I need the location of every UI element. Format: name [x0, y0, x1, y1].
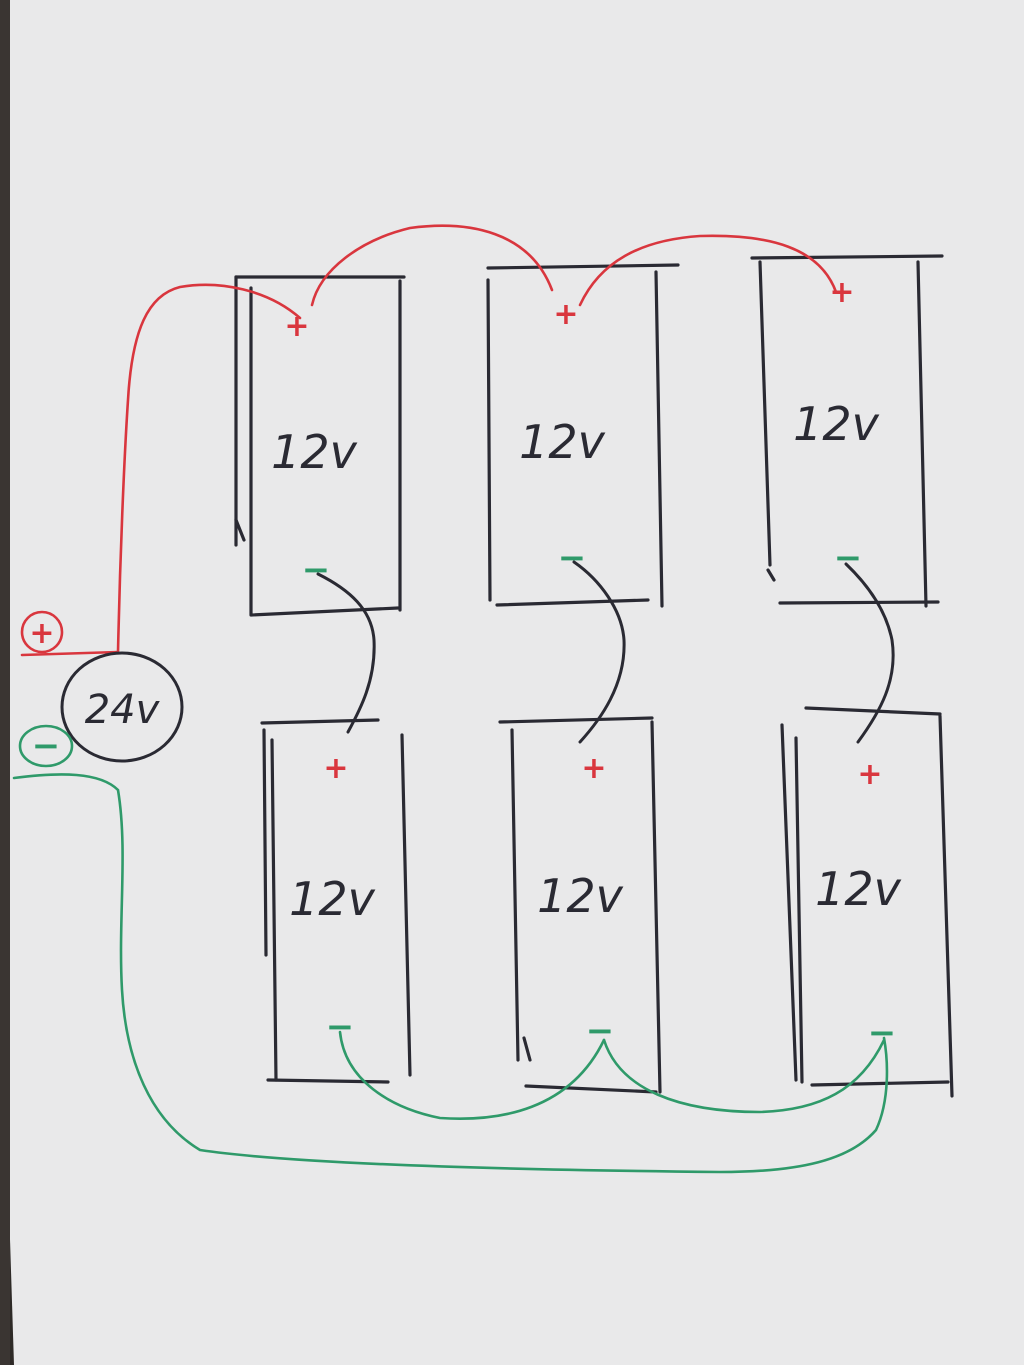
dark-margin — [0, 0, 10, 1365]
battery-bottom-middle-plus: + — [581, 751, 606, 786]
red-wire-to-output — [116, 283, 302, 654]
battery-top-right-minus: − — [834, 538, 863, 578]
output-positive-circle — [20, 610, 64, 654]
red-wire-left-to-middle — [310, 224, 554, 307]
battery-bottom-left-minus: − — [326, 1007, 355, 1047]
battery-bottom-left-plus: + — [323, 751, 348, 786]
battery-top-middle-plus: + — [553, 297, 578, 332]
red-wire-bracket — [20, 650, 120, 657]
battery-top-left-minus: − — [302, 550, 331, 590]
jumper-right — [844, 562, 895, 744]
jumper-middle — [572, 560, 626, 744]
battery-top-right-outline — [750, 254, 944, 608]
red-wire-middle-to-right — [578, 234, 838, 307]
battery-top-right-plus: + — [829, 275, 854, 310]
battery-top-right-voltage: 12v — [793, 397, 880, 451]
battery-bottom-middle-outline — [498, 716, 662, 1094]
battery-bottom-middle-voltage: 12v — [537, 869, 624, 923]
battery-bottom-right-minus: − — [868, 1013, 897, 1053]
battery-bottom-middle-minus: − — [586, 1011, 615, 1051]
battery-top-middle-outline — [486, 263, 680, 608]
output-negative-symbol: − — [32, 726, 61, 766]
output-positive-symbol: + — [29, 616, 54, 651]
battery-top-middle-voltage: 12v — [519, 415, 606, 469]
battery-bottom-right-voltage: 12v — [815, 862, 902, 916]
battery-bottom-left-outline — [260, 718, 412, 1084]
battery-bottom-right-plus: + — [857, 757, 882, 792]
battery-top-middle-minus: − — [558, 538, 587, 578]
green-wire-main — [12, 773, 889, 1174]
green-wire-middle-to-right — [602, 1038, 886, 1114]
jumper-left — [316, 572, 376, 734]
output-voltage-label: 24v — [85, 687, 161, 733]
battery-top-left-plus: + — [284, 309, 309, 344]
battery-bottom-right-outline — [780, 706, 954, 1098]
output-circle — [60, 651, 184, 763]
battery-bottom-left-voltage: 12v — [289, 872, 376, 926]
green-wire-left-to-middle — [338, 1030, 606, 1120]
output-negative-circle — [18, 724, 74, 768]
battery-top-left-voltage: 12v — [271, 425, 358, 479]
battery-top-left-outline — [234, 275, 406, 617]
